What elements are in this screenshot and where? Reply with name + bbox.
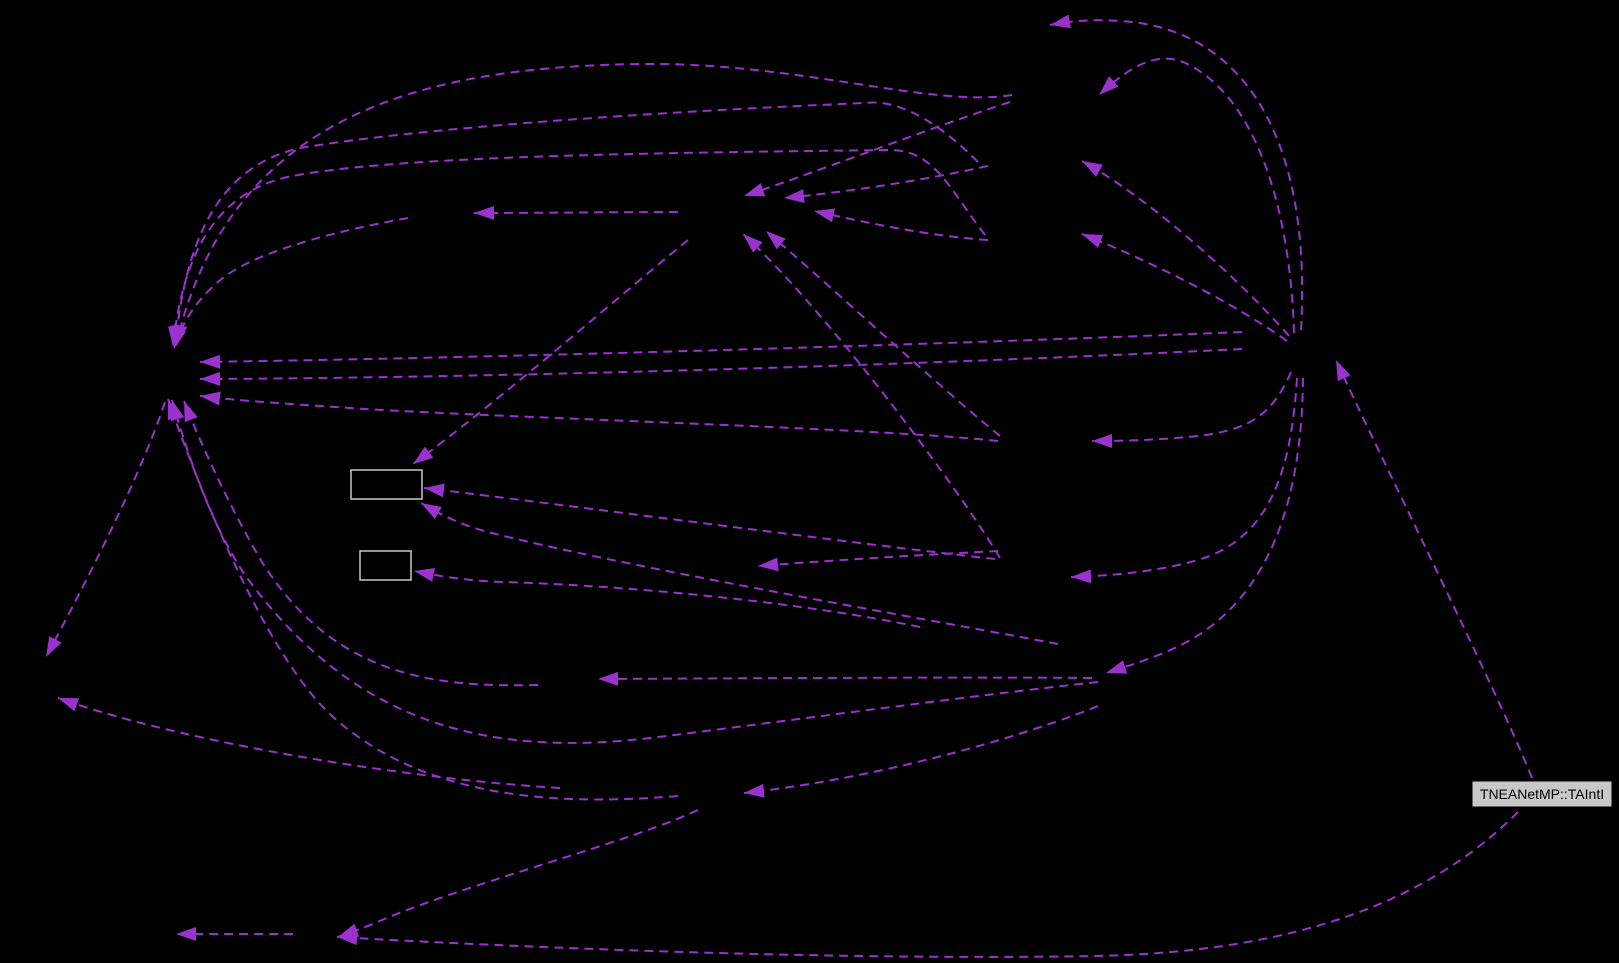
highlight-node-box[interactable] bbox=[1471, 780, 1613, 808]
edge-a-node-to-b-node bbox=[473, 205, 679, 220]
edge-taintl-to-b1-bottom-sweep bbox=[336, 811, 1519, 958]
edge-right-hub-to-t2-arc bbox=[1098, 57, 1295, 334]
edge-b-node-to-left-hub bbox=[172, 217, 409, 350]
edge-right-hub-to-t3 bbox=[1081, 160, 1290, 337]
edge-right-hub-to-t4 bbox=[1081, 233, 1288, 342]
edge-z1-node-to-a-node bbox=[742, 233, 1001, 559]
edge-y-node-to-a-node bbox=[765, 230, 1001, 437]
edge-t3-to-a-node bbox=[783, 165, 989, 204]
edge-bottom-curve-to-ll2-node bbox=[57, 697, 561, 789]
edge-f-node-to-m3-node bbox=[743, 705, 1099, 798]
edge-m2-node-to-left-hub bbox=[183, 400, 539, 687]
edge-a-node-to-box1 bbox=[412, 239, 689, 465]
edge-t4-to-a-node bbox=[813, 208, 989, 241]
edge-right-hub-to-y-node bbox=[1091, 371, 1292, 448]
edge-group bbox=[45, 14, 1533, 958]
highlight-node-label: TNEANetMP::TAIntI bbox=[1480, 786, 1604, 802]
edge-f-node-to-m2-node bbox=[597, 671, 1093, 686]
edge-y-node-to-left-hub bbox=[199, 391, 999, 442]
edge-right-hub-to-left-hub-2 bbox=[199, 348, 1243, 386]
edge-f-node-to-box1-corner bbox=[420, 502, 1059, 645]
edge-taintl-to-right-hub bbox=[1335, 359, 1533, 779]
edge-right-hub-to-left-hub-1 bbox=[199, 331, 1243, 369]
node-box-empty-1[interactable] bbox=[350, 469, 423, 500]
edge-f-node-to-left-hub bbox=[170, 399, 1099, 744]
edge-right-hub-to-z2-node bbox=[1105, 377, 1304, 674]
edge-t2-to-a-node bbox=[743, 101, 1011, 197]
edge-z1-node-to-m1-node bbox=[757, 550, 999, 572]
edge-right-hub-to-t1-big-arc bbox=[1049, 14, 1304, 331]
node-group bbox=[350, 469, 423, 581]
edge-right-hub-to-z1-node bbox=[1070, 377, 1298, 584]
edge-m3-node-to-left-hub bbox=[167, 398, 679, 801]
node-box-empty-2[interactable] bbox=[359, 550, 412, 581]
edge-t2-to-left-hub-top-arc bbox=[173, 62, 1013, 346]
edge-fan-to-box2-right bbox=[413, 568, 921, 628]
edge-left-hub-to-ll1-node bbox=[45, 401, 166, 658]
highlight-node-taintl[interactable]: TNEANetMP::TAIntI bbox=[1471, 780, 1613, 808]
edge-t4-to-left-hub-arc bbox=[168, 148, 986, 348]
edge-t3-to-left-hub-arc bbox=[170, 101, 979, 347]
edge-m3-node-to-b1-node bbox=[337, 809, 699, 938]
edge-z1-node-to-box1-right bbox=[423, 483, 996, 560]
